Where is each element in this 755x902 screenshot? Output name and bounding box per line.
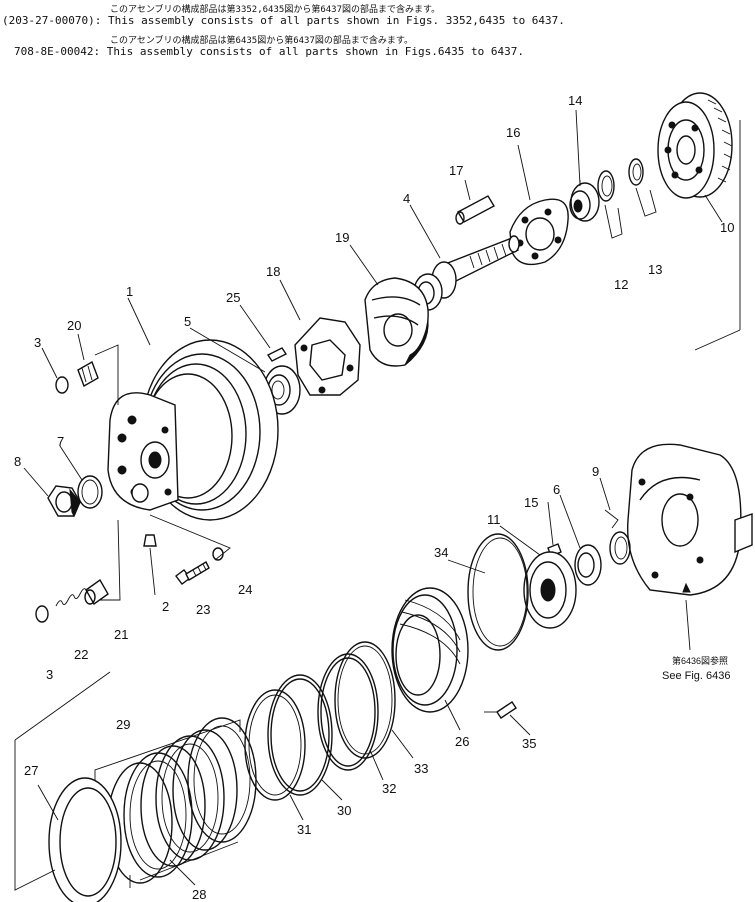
reference-en: See Fig. 6436	[662, 670, 731, 682]
part-26-piston	[391, 587, 469, 713]
part-34-ring	[467, 533, 529, 651]
part-30-ring	[267, 674, 333, 796]
callout-26: 26	[455, 734, 469, 749]
part-4-shaft	[413, 235, 520, 311]
callout-7: 7	[57, 434, 64, 449]
part-31-ring	[244, 689, 306, 801]
header-line2-jp: このアセンブリの構成部品は第6435図から第6437図の部品まで含みます。	[110, 36, 413, 46]
part-11-plate	[523, 551, 577, 629]
part-7-ring	[77, 475, 103, 509]
part-6-bearing	[574, 544, 602, 586]
header-line2-text: : This assembly consists of all parts sh…	[93, 45, 524, 58]
part-35-pin	[484, 701, 517, 719]
part-27-plate	[14, 671, 122, 902]
callout-20: 20	[67, 318, 81, 333]
reference-jp: 第6436図参照	[672, 655, 728, 666]
part-14-bearing	[569, 180, 600, 222]
callout-15: 15	[524, 495, 538, 510]
callout-23: 23	[196, 602, 210, 617]
callout-8: 8	[14, 454, 21, 469]
part-3-oring-bottom	[35, 605, 49, 623]
callout-4: 4	[403, 191, 410, 206]
callout-19: 19	[335, 230, 349, 245]
callout-32: 32	[382, 781, 396, 796]
assembly-bracket-upper	[694, 120, 741, 351]
callout-31: 31	[297, 822, 311, 837]
part-28-discs	[107, 729, 239, 888]
leader-lines	[23, 109, 723, 886]
callout-14: 14	[568, 93, 582, 108]
part-32-ring	[317, 653, 379, 771]
callout-29: 29	[116, 717, 130, 732]
callout-35: 35	[522, 736, 536, 751]
part-24-washer	[212, 547, 224, 561]
callout-6: 6	[553, 482, 560, 497]
part-13-ring	[628, 158, 657, 217]
header-line2: 708-8E-00042: This assembly consists of …	[14, 45, 524, 58]
callout-24: 24	[238, 582, 252, 597]
part-21-plug	[84, 578, 109, 606]
callout-10: 10	[720, 220, 734, 235]
callout-33: 33	[414, 761, 428, 776]
part-8-nut	[47, 485, 81, 518]
callout-34: 34	[434, 545, 448, 560]
callout-16: 16	[506, 125, 520, 140]
callout-21: 21	[114, 627, 128, 642]
part-17-pin	[455, 195, 495, 225]
part-18-retainer	[294, 317, 361, 396]
header-line1: (203-27-00070): This assembly consists o…	[2, 14, 565, 27]
callout-18: 18	[266, 264, 280, 279]
callout-2: 2	[162, 599, 169, 614]
header-line1-text: : This assembly consists of all parts sh…	[94, 14, 565, 27]
part-20-plug	[77, 360, 99, 388]
cover-housing-reference	[626, 443, 753, 651]
callout-28: 28	[192, 887, 206, 902]
callout-5: 5	[184, 314, 191, 329]
part-1-housing	[94, 339, 279, 601]
header-line1-code: (203-27-00070)	[2, 14, 95, 27]
part-23-bolt	[175, 561, 210, 585]
callout-labels: 1 2 3 3 4 5 6 7 8 9 10 11 12 13 14 15 16…	[14, 93, 734, 902]
part-25-pin	[266, 347, 288, 362]
callout-9: 9	[592, 464, 599, 479]
callout-3-bottom: 3	[46, 667, 53, 682]
callout-30: 30	[337, 803, 351, 818]
callout-27: 27	[24, 763, 38, 778]
callout-12: 12	[614, 277, 628, 292]
part-19-swash-plate	[364, 277, 429, 367]
part-3-oring-top	[55, 376, 69, 394]
callout-17: 17	[449, 163, 463, 178]
part-2-fitting	[143, 534, 157, 596]
part-12-ring	[597, 170, 623, 239]
callout-25: 25	[226, 290, 240, 305]
callout-3-top: 3	[34, 335, 41, 350]
part-10-gear-hub	[657, 92, 733, 199]
callout-11: 11	[487, 512, 501, 527]
part-16-flange	[509, 198, 569, 266]
header-line1-jp: このアセンブリの構成部品は第3352,6435図から第6437図の部品まで含みま…	[110, 5, 441, 15]
header-line2-code: 708-8E-00042	[14, 45, 94, 58]
part-9-ring	[604, 509, 631, 565]
callout-22: 22	[74, 647, 88, 662]
part-33-ring	[334, 641, 396, 759]
callout-1: 1	[126, 284, 133, 299]
reference-note: 第6436図参照 See Fig. 6436	[662, 655, 731, 682]
part-22-spring	[55, 588, 87, 607]
callout-13: 13	[648, 262, 662, 277]
